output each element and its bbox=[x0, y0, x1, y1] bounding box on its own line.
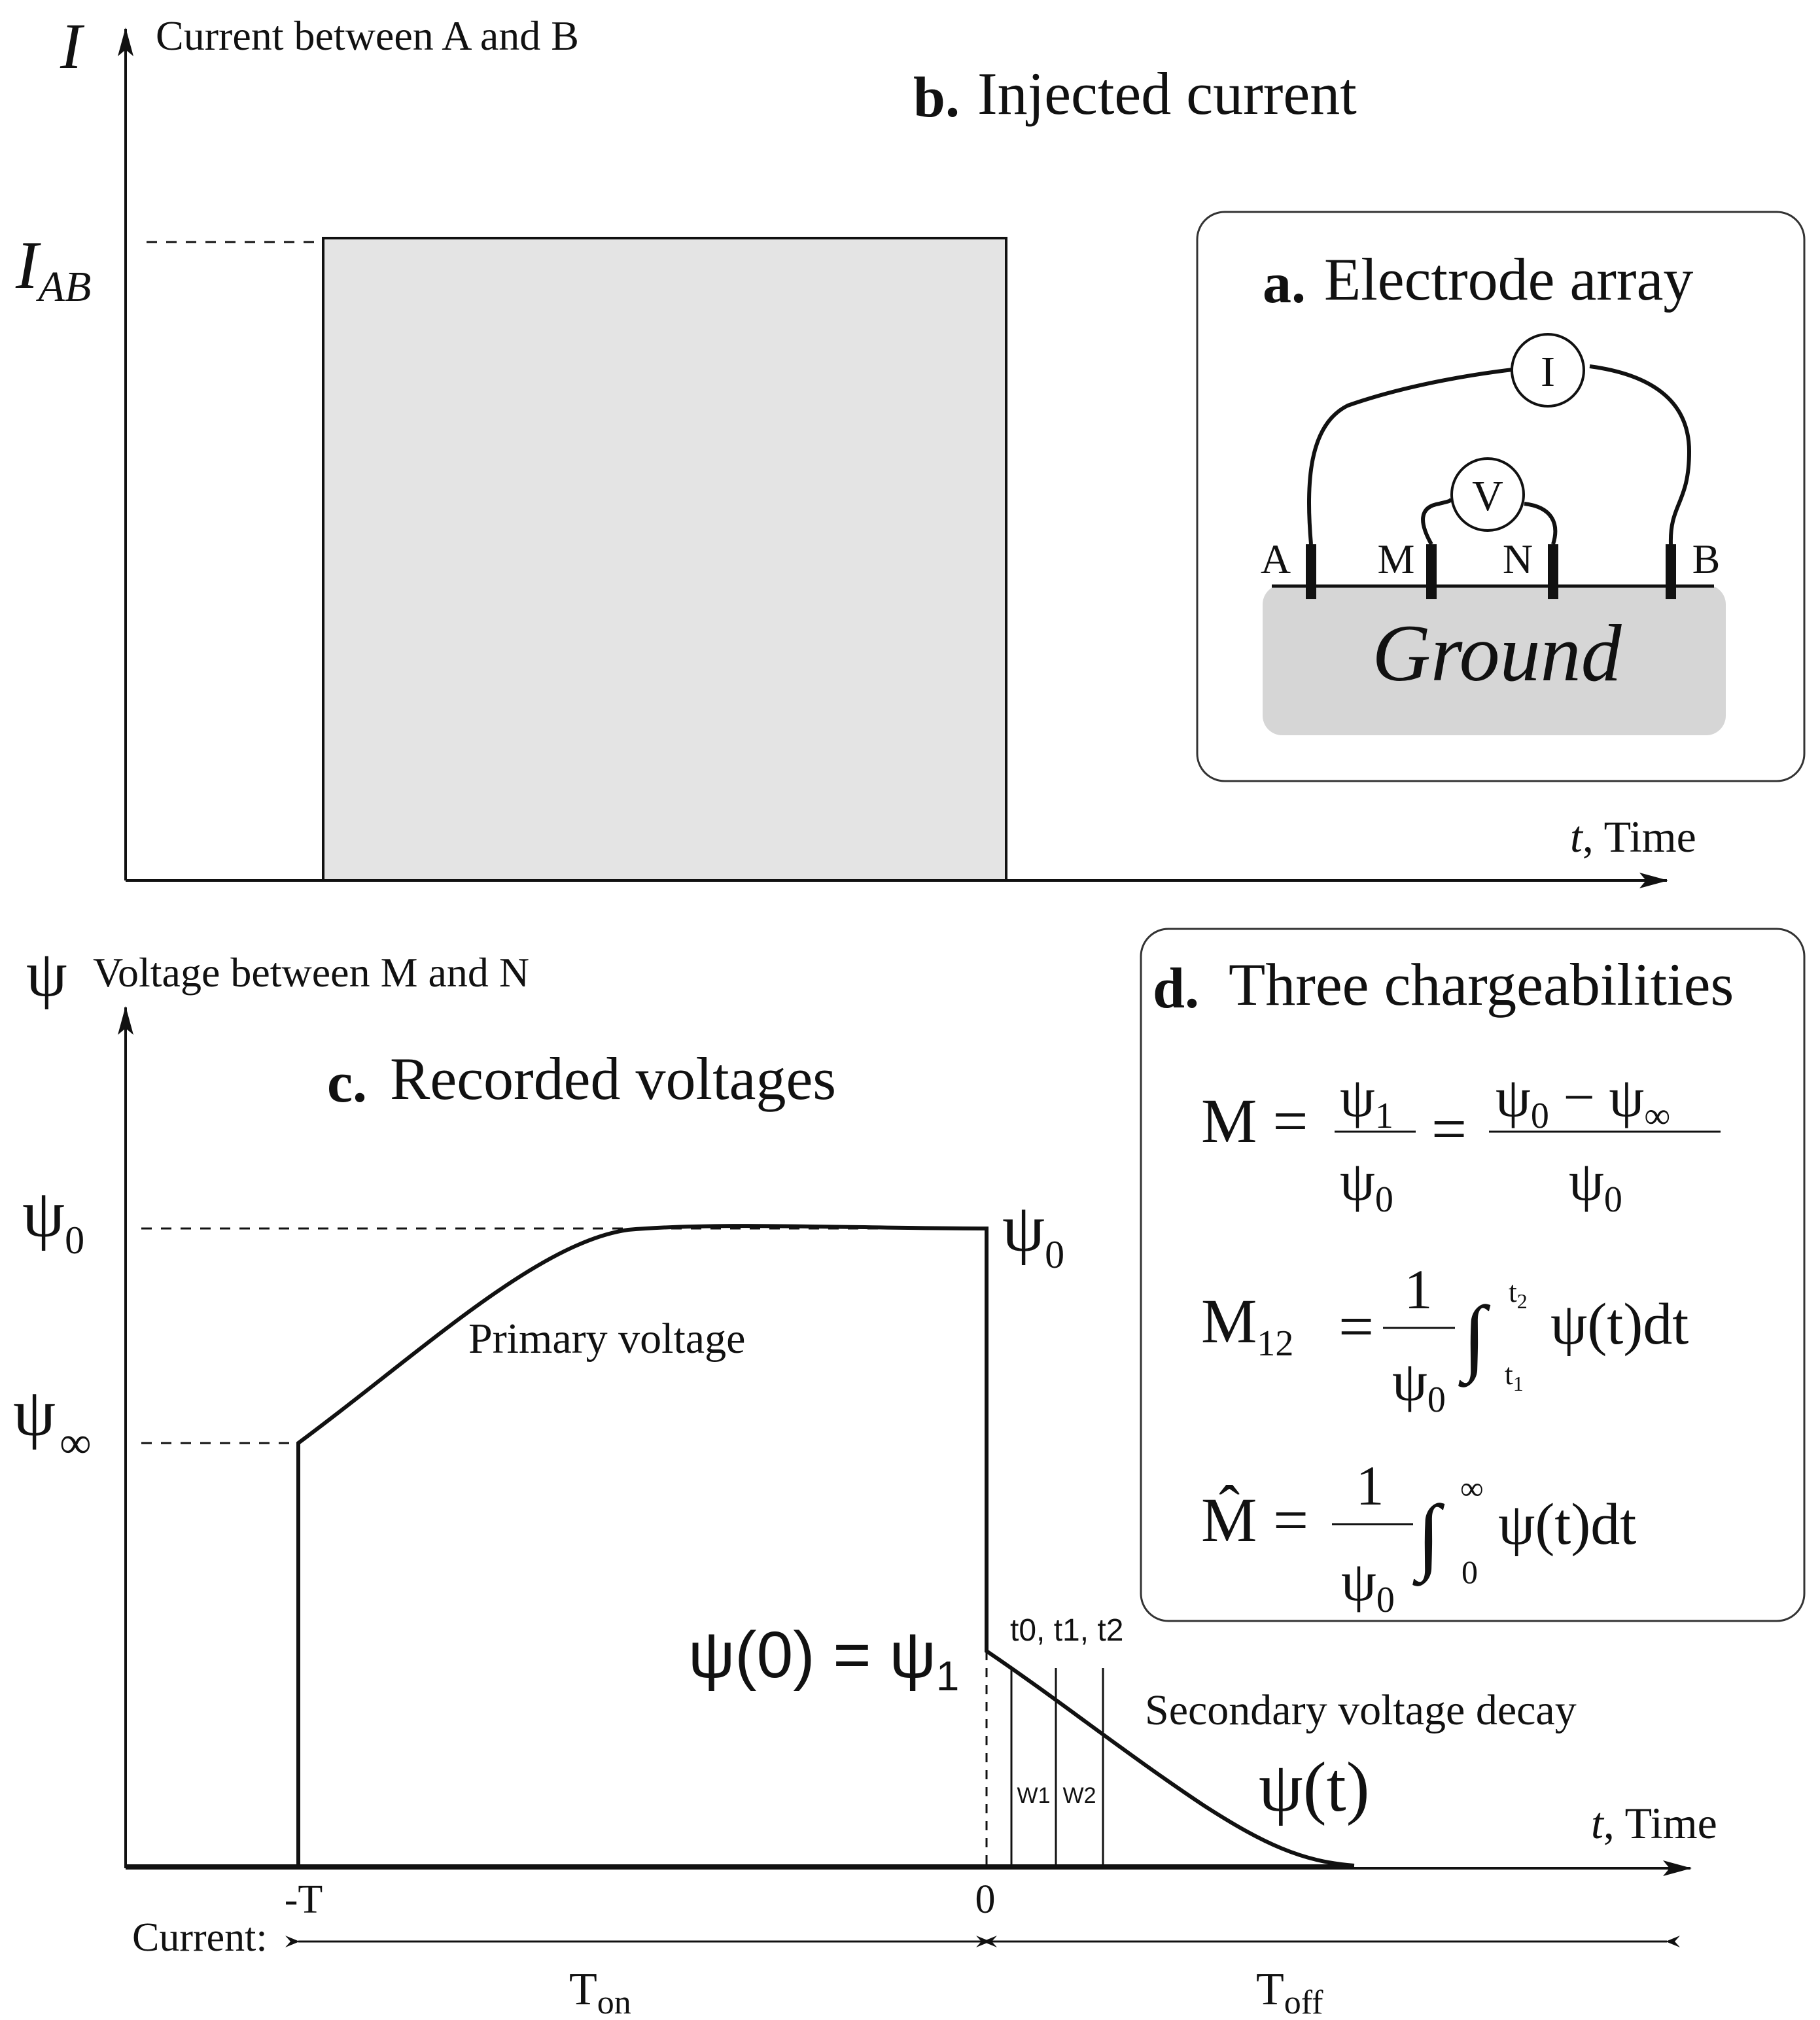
svg-text:ψ0 − ψ∞: ψ0 − ψ∞ bbox=[1496, 1066, 1670, 1136]
secondary-decay-label: Secondary voltage decay bbox=[1145, 1686, 1577, 1734]
electrode-m bbox=[1426, 544, 1437, 599]
equation-m-hat: M̂ = 1 ψ0 ∫ ∞ 0 ψ(t)dt bbox=[1201, 1454, 1636, 1620]
time-markers-label: t0, t1, t2 bbox=[1010, 1613, 1123, 1648]
voltage-meter-label: V bbox=[1472, 472, 1503, 520]
panel-c-y-label: Voltage between M and N bbox=[93, 949, 529, 996]
current-meter-label: I bbox=[1541, 348, 1555, 396]
window-w2-label: W2 bbox=[1063, 1783, 1096, 1808]
current-wire bbox=[1306, 364, 1692, 545]
panel-c-title: Recorded voltages bbox=[390, 1045, 836, 1112]
panel-d-label: d. bbox=[1153, 957, 1199, 1020]
svg-text:M =: M = bbox=[1201, 1086, 1308, 1156]
electrode-b-label: B bbox=[1692, 536, 1721, 582]
panel-c-recorded-voltages: ψ Voltage between M and N c. Recorded vo… bbox=[13, 937, 1717, 2020]
panel-d-three-chargeabilities: d. Three chargeabilities M = ψ1 ψ0 = ψ0 … bbox=[1140, 928, 1806, 1622]
svg-text:ψ1: ψ1 bbox=[1340, 1066, 1393, 1136]
panel-b-y-label: Current between A and B bbox=[156, 12, 579, 59]
panel-b-y-symbol: I bbox=[60, 10, 85, 82]
panel-b-x-label: t, Time bbox=[1570, 812, 1696, 862]
i-ab-symbol: I bbox=[15, 228, 41, 303]
svg-text:t1: t1 bbox=[1505, 1357, 1524, 1395]
panel-a-label: a. bbox=[1263, 252, 1306, 315]
svg-text:∫: ∫ bbox=[1412, 1488, 1444, 1586]
svg-text:=: = bbox=[1431, 1094, 1467, 1164]
svg-text:ψ(t)dt: ψ(t)dt bbox=[1550, 1292, 1689, 1357]
svg-text:M̂: M̂ bbox=[1201, 1485, 1257, 1555]
panel-c-y-symbol: ψ bbox=[26, 937, 67, 1010]
electrode-n bbox=[1548, 544, 1558, 599]
injected-current-pulse bbox=[322, 237, 1007, 882]
primary-voltage-label: Primary voltage bbox=[468, 1315, 745, 1363]
panel-c-label: c. bbox=[327, 1051, 367, 1115]
svg-text:∞: ∞ bbox=[1460, 1470, 1484, 1506]
svg-text:ψ0: ψ0 bbox=[1569, 1149, 1622, 1220]
psi-zero-equation: ψ(0) = ψ1 bbox=[688, 1618, 959, 1699]
psi-inf-label: ψ∞ bbox=[13, 1375, 92, 1467]
svg-text:t2: t2 bbox=[1509, 1275, 1528, 1313]
panel-a-title: Electrode array bbox=[1324, 246, 1693, 313]
t-on-label: Ton bbox=[569, 1964, 631, 2020]
ground-label: Ground bbox=[1372, 608, 1622, 698]
i-ab-subscript: AB bbox=[36, 263, 92, 311]
tick-zero: 0 bbox=[975, 1877, 996, 1922]
voltage-meter bbox=[1450, 457, 1525, 532]
svg-text:0: 0 bbox=[1461, 1554, 1478, 1590]
psi-t-label: ψ(t) bbox=[1259, 1749, 1370, 1826]
panel-d-frame bbox=[1140, 928, 1806, 1622]
current-meter bbox=[1511, 333, 1585, 408]
primary-voltage-curve bbox=[296, 1224, 1355, 1868]
panel-b-title: Injected current bbox=[977, 60, 1357, 127]
svg-text:=: = bbox=[1339, 1291, 1374, 1361]
svg-text:ψ0: ψ0 bbox=[1392, 1350, 1446, 1420]
svg-text:1: 1 bbox=[1356, 1454, 1384, 1517]
window-w1-label: W1 bbox=[1017, 1783, 1051, 1808]
panel-b-label: b. bbox=[913, 66, 960, 130]
svg-text:∫: ∫ bbox=[1458, 1289, 1490, 1387]
i-ab-level-label: IAB bbox=[15, 228, 91, 311]
svg-text:ψ0: ψ0 bbox=[1341, 1550, 1395, 1620]
t-off-label: Toff bbox=[1256, 1964, 1323, 2020]
current-row-label: Current: bbox=[132, 1915, 268, 1960]
voltage-wire bbox=[1421, 498, 1558, 546]
svg-text:1: 1 bbox=[1405, 1258, 1433, 1321]
svg-text:ψ(t)dt: ψ(t)dt bbox=[1498, 1492, 1636, 1557]
panel-c-x-label: t, Time bbox=[1591, 1798, 1717, 1848]
psi0-left-label: ψ0 bbox=[22, 1176, 84, 1262]
tick-minus-t: -T bbox=[285, 1877, 323, 1922]
ground-block bbox=[1263, 585, 1726, 735]
psi0-right-label: ψ0 bbox=[1002, 1191, 1064, 1276]
svg-text:M12: M12 bbox=[1201, 1286, 1293, 1364]
electrode-m-label: M bbox=[1378, 536, 1415, 582]
svg-text:ψ0: ψ0 bbox=[1340, 1149, 1393, 1220]
panel-b-injected-current: I Current between A and B b. Injected cu… bbox=[15, 10, 1696, 888]
equation-m12: M12 = 1 ψ0 ∫ t2 t1 ψ(t)dt bbox=[1201, 1258, 1689, 1420]
panel-a-electrode-array: a. Electrode array Ground I V A M N B bbox=[1196, 211, 1806, 782]
svg-text:=: = bbox=[1273, 1485, 1308, 1555]
electrode-a bbox=[1306, 544, 1316, 599]
electrode-a-label: A bbox=[1261, 536, 1291, 582]
electrode-b bbox=[1666, 544, 1676, 599]
equation-m: M = ψ1 ψ0 = ψ0 − ψ∞ ψ0 bbox=[1201, 1066, 1721, 1220]
electrode-n-label: N bbox=[1503, 536, 1533, 582]
panel-d-title: Three chargeabilities bbox=[1229, 951, 1734, 1018]
